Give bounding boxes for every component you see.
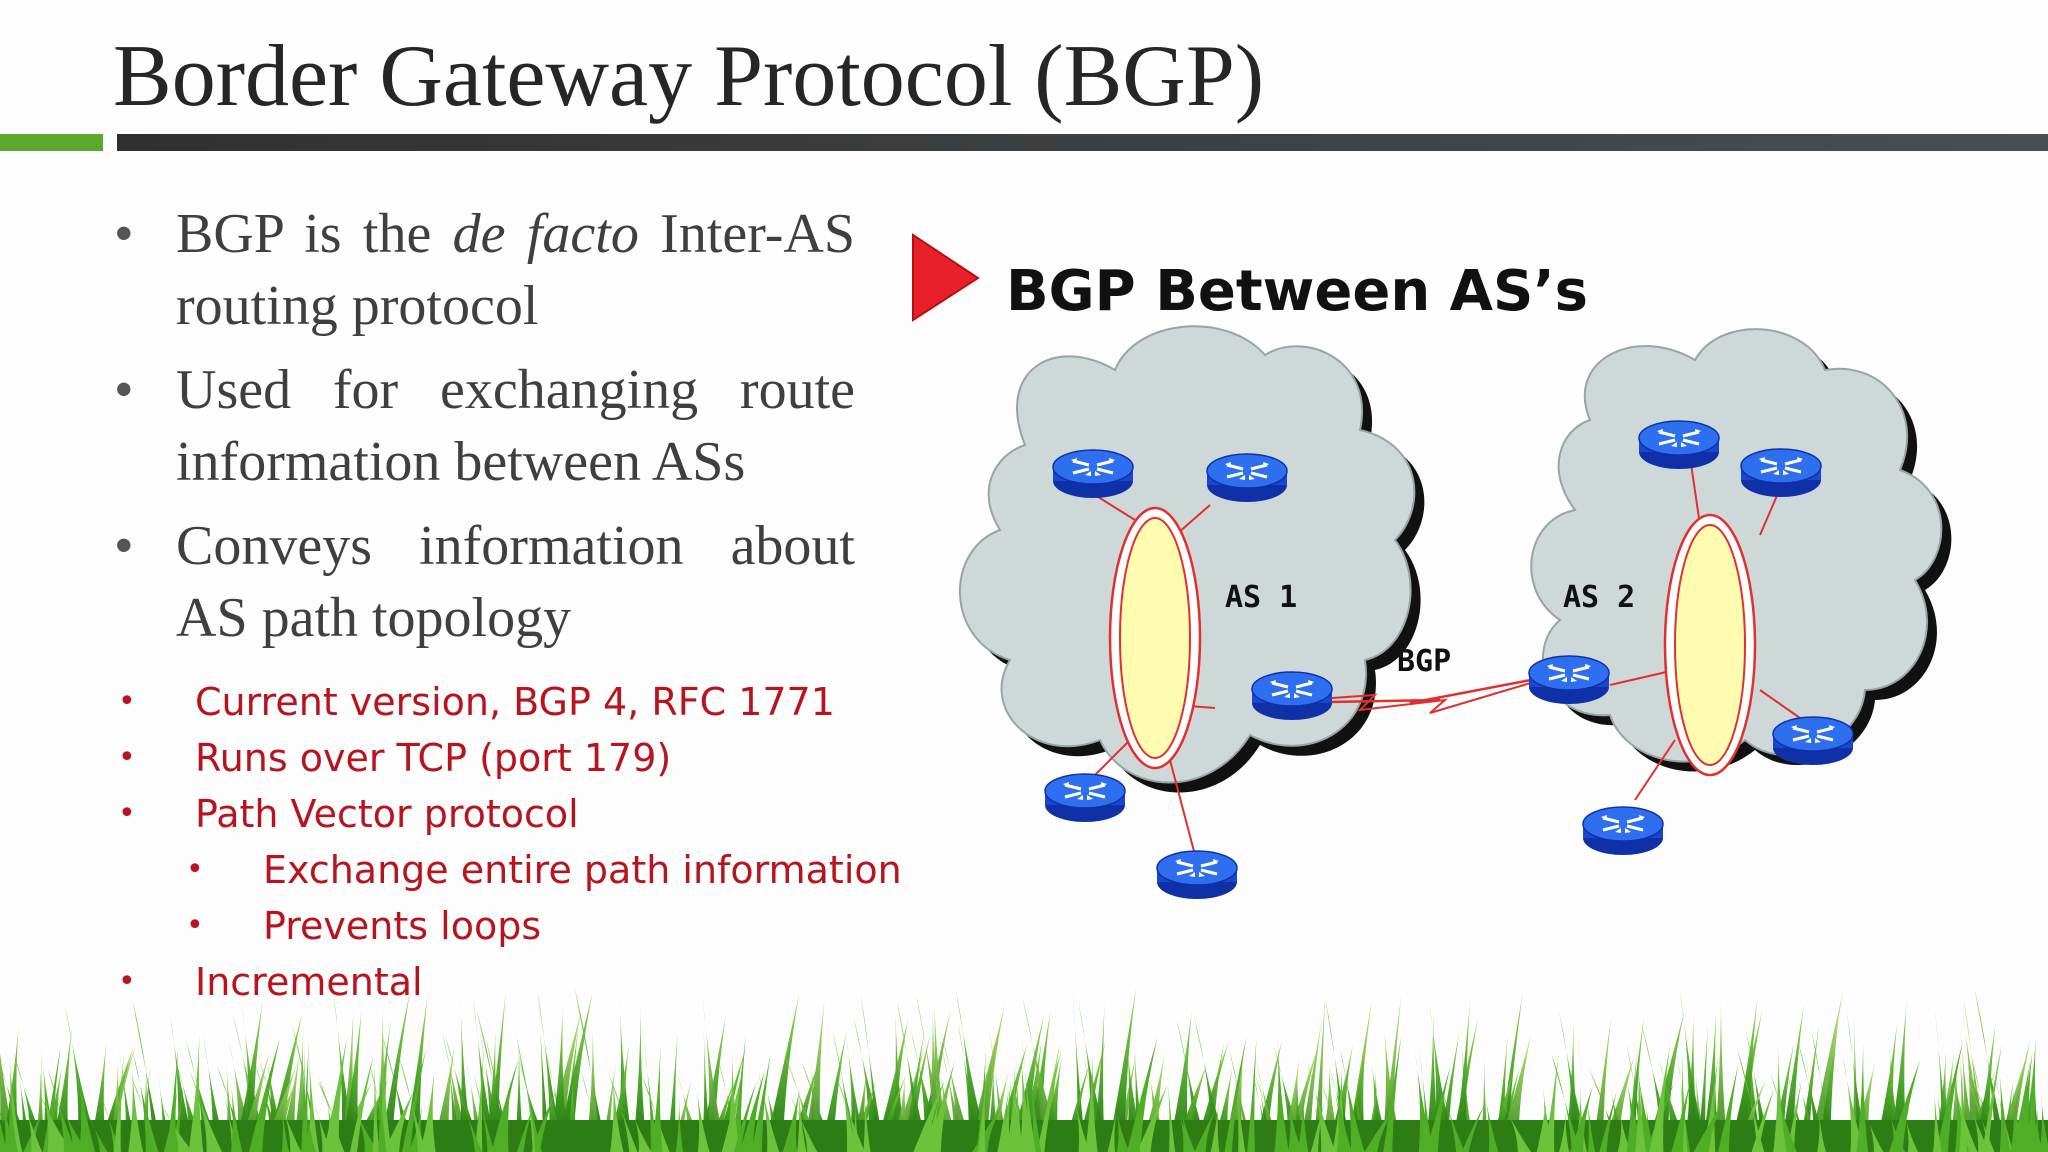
router-icon: [1527, 654, 1611, 706]
bullet-item: • Conveys information about AS path topo…: [110, 510, 855, 654]
router-icon: [1043, 772, 1127, 824]
grass-blades: [0, 987, 2048, 1152]
router-icon: [1581, 805, 1665, 857]
detail-bullet-text: Runs over TCP (port 179): [195, 736, 672, 780]
as2-ring: [1663, 513, 1757, 777]
bullet-dot-icon: •: [118, 796, 136, 831]
bullet-text-cont: Inter-AS routing protocol: [176, 203, 855, 337]
detail-bullet-item: • Incremental: [110, 954, 970, 1010]
bullet-dot-icon: •: [114, 515, 134, 577]
main-bullet-list: • BGP is the de facto Inter-AS routing p…: [110, 198, 855, 666]
bullet-dot-icon: •: [186, 908, 204, 943]
bullet-text: Conveys information about AS path topolo…: [176, 515, 855, 649]
bullet-text: Used for exchanging route information be…: [176, 359, 855, 493]
router-icon: [1771, 715, 1855, 767]
detail-bullet-text: Path Vector protocol: [195, 792, 579, 836]
as1-label: AS 1: [1225, 580, 1297, 615]
bullet-dot-icon: •: [118, 740, 136, 775]
bullet-dot-icon: •: [186, 852, 204, 887]
red-arrow-icon: [912, 233, 980, 322]
as2-label: AS 2: [1563, 580, 1635, 615]
router-icon: [1739, 447, 1823, 499]
title-underline-bar: [117, 134, 2048, 151]
bullet-item: • BGP is the de facto Inter-AS routing p…: [110, 198, 855, 342]
detail-bullet-list: • Current version, BGP 4, RFC 1771 • Runs …: [110, 674, 970, 1010]
router-icon: [1051, 448, 1135, 500]
bullet-dot-icon: •: [118, 964, 136, 999]
detail-subbullet-item: • Exchange entire path information: [110, 842, 970, 898]
title-accent-bar: [0, 134, 103, 151]
detail-bullet-item: • Path Vector protocol: [110, 786, 970, 842]
detail-bullet-text: Prevents loops: [263, 904, 542, 948]
bgp-network-diagram: BGP Between AS’s: [912, 233, 1952, 901]
detail-bullet-text: Current version, BGP 4, RFC 1771: [195, 680, 835, 724]
router-icon: [1637, 419, 1721, 471]
diagram-heading: BGP Between AS’s: [1006, 259, 1588, 324]
as1-ring: [1108, 506, 1202, 770]
detail-bullet-text: Incremental: [195, 960, 423, 1004]
detail-bullet-item: • Current version, BGP 4, RFC 1771: [110, 674, 970, 730]
router-icon: [1250, 670, 1334, 722]
bullet-dot-icon: •: [114, 203, 134, 265]
bgp-link-label: BGP: [1397, 644, 1451, 679]
detail-subbullet-item: • Prevents loops: [110, 898, 970, 954]
bullet-dot-icon: •: [114, 359, 134, 421]
grass-footer-decoration: [0, 987, 2048, 1152]
router-icon: [1155, 849, 1239, 901]
bullet-emphasis: de facto: [452, 203, 639, 265]
detail-bullet-text: Exchange entire path information: [263, 848, 902, 892]
bullet-item: • Used for exchanging route information …: [110, 354, 855, 498]
bullet-text: BGP is the: [176, 203, 453, 265]
slide-title: Border Gateway Protocol (BGP): [113, 28, 1265, 125]
bullet-dot-icon: •: [118, 684, 136, 719]
detail-bullet-item: • Runs over TCP (port 179): [110, 730, 970, 786]
router-icon: [1205, 452, 1289, 504]
